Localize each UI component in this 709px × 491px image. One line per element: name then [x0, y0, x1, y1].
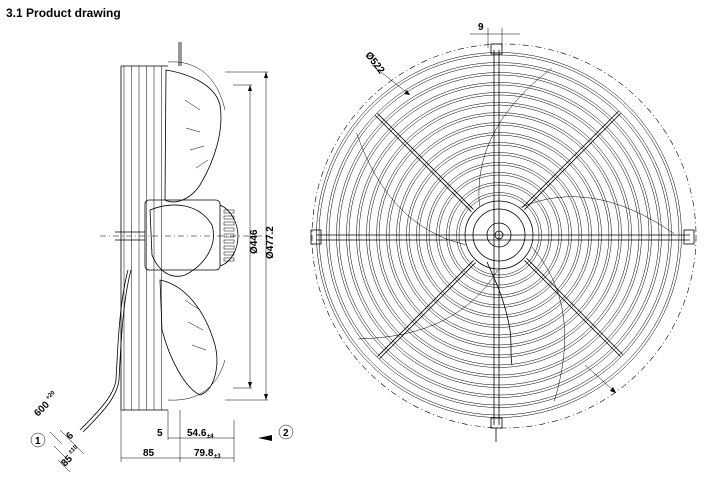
callout-2-circle — [278, 424, 294, 440]
guard-spoke — [379, 262, 476, 360]
callout-1-circle — [30, 432, 46, 448]
front-cable — [486, 261, 513, 366]
dim-9: 9 — [478, 22, 484, 33]
dim-85-cable: 85 — [59, 453, 75, 469]
motor-fin — [223, 257, 235, 262]
front-view: 9 Ø522 — [310, 22, 697, 442]
guard-spoke — [374, 115, 472, 212]
motor-fin — [223, 251, 235, 256]
motor-fin — [223, 221, 235, 226]
motor-fin — [223, 227, 235, 232]
motor-fin — [223, 209, 235, 214]
dim-diameter-522: Ø522 — [363, 50, 387, 76]
front-blade-edge — [520, 196, 675, 234]
dim-79-8-tolerance: ±3 — [214, 454, 221, 460]
dim-diameter-477: Ø477.2 — [265, 226, 276, 259]
fan-blade-mid — [149, 204, 214, 277]
motor-fin — [223, 245, 235, 250]
guard-spokes — [374, 110, 624, 360]
guard-spoke — [377, 113, 474, 210]
callout-2: 2 — [283, 428, 289, 439]
front-blade-edge — [356, 133, 466, 245]
dim-54-6-tolerance: ±4 — [207, 434, 214, 440]
front-blade-edge — [358, 269, 498, 340]
motor-fin — [223, 215, 235, 220]
fan-blade-bottom — [159, 279, 218, 396]
fan-blade-top — [164, 69, 222, 203]
front-blade-edge — [531, 246, 565, 402]
dim-cable-length-tolerance: +20 — [45, 390, 57, 402]
dim-diameter-446: Ø446 — [249, 229, 260, 254]
guard-spoke — [377, 260, 474, 357]
motor-fin — [223, 239, 235, 244]
section-heading: 3.1 Product drawing — [6, 6, 121, 20]
dim-79-8: 79.8 — [194, 448, 214, 459]
guard-grille-outline — [120, 65, 168, 411]
cable — [79, 269, 129, 431]
side-view: Ø446 Ø477.2 5 54.6 ±4 85 79.8 ±3 600 +20… — [30, 42, 294, 473]
guard-spoke — [524, 113, 621, 210]
dim-cable-length: 600 — [32, 399, 52, 419]
outer-diameter-circle — [311, 43, 697, 429]
dim-85: 85 — [143, 448, 155, 459]
guard-grille-ribs — [123, 66, 162, 410]
guard-spoke — [522, 110, 619, 208]
guard-spoke — [526, 258, 624, 355]
motor-hub — [144, 199, 221, 271]
motor-fin — [223, 233, 235, 238]
dim-85-cable-tolerance: ±10 — [68, 444, 80, 456]
guard-spoke — [524, 260, 621, 357]
motor-cooling-fins — [223, 209, 235, 262]
callout-1: 1 — [35, 436, 41, 447]
dim-5: 5 — [157, 428, 163, 439]
dim-54-6: 54.6 — [187, 428, 207, 439]
